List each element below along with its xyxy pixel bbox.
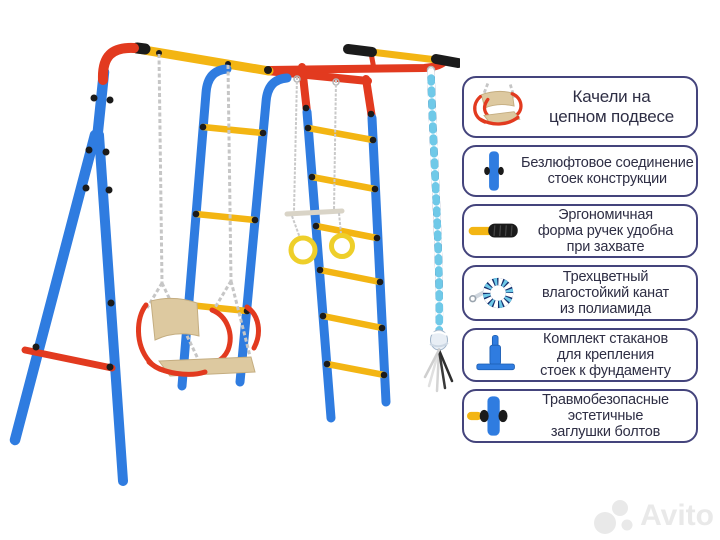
rope-coil-icon: [467, 269, 521, 317]
feature-callouts: Качели на цепном подвесе Безлюфтовое сое…: [462, 76, 698, 443]
swing-seat: [136, 297, 261, 377]
callout-handles: Эргономичная форма ручек удобна при захв…: [462, 204, 698, 258]
callout-text-line: заглушки болтов: [550, 424, 661, 440]
climbing-rope: [423, 65, 454, 393]
callout-text-line: Травмобезопасные: [542, 392, 669, 408]
pull-up-bar: [343, 44, 460, 72]
callout-text-line: цепном подвесе: [548, 107, 675, 126]
callout-text-line: из полиамида: [559, 301, 652, 317]
left-grip-icon: [343, 44, 377, 57]
callout-text-line: Комплект стаканов: [543, 331, 668, 347]
rope-tassel: [423, 348, 454, 393]
callout-anchors: Комплект стаканов для крепления стоек к …: [462, 328, 698, 382]
right-grip-icon: [431, 54, 460, 68]
middle-ladder: [177, 64, 292, 391]
callout-text-line: Эргономичная: [558, 207, 653, 223]
callout-text-line: при захвате: [566, 239, 645, 255]
callout-text-line: влагостойкий канат: [542, 285, 669, 301]
callout-text-line: стоек конструкции: [547, 171, 668, 187]
callout-text-line: для крепления: [556, 347, 654, 363]
avito-watermark: Avito: [591, 496, 714, 536]
handle-grip-icon: [467, 208, 521, 254]
gym-ring-right: [329, 233, 355, 259]
swing: [136, 53, 261, 377]
callout-text-line: Безлюфтовое соединение: [521, 155, 694, 171]
playground-structure: [9, 42, 460, 486]
post-joint-icon: [467, 148, 521, 194]
callout-caps: Травмобезопасные эстетичные заглушки бол…: [462, 389, 698, 443]
swing-backrest: [150, 297, 200, 341]
bolt-cap-icon: [467, 393, 521, 439]
watermark-label: Avito: [640, 499, 714, 532]
wall-bars-ladder: [298, 63, 391, 423]
swing-chains: [145, 53, 252, 362]
ground-anchor-icon: [467, 332, 521, 378]
callout-text-line: форма ручек удобна: [537, 223, 674, 239]
trapeze-and-rings: [284, 75, 355, 265]
callout-swing: Качели на цепном подвесе: [462, 76, 698, 138]
callout-text-line: Качели на: [572, 87, 651, 106]
a-frame-crossbar: [21, 346, 116, 372]
callout-text-line: эстетичные: [567, 408, 644, 424]
a-frame: [9, 42, 139, 486]
trapeze-bar: [284, 208, 345, 217]
callout-rope: Трехцветный влагостойкий канат из полиам…: [462, 265, 698, 321]
gym-ring-left: [288, 235, 318, 265]
avito-logo-circles: [594, 500, 633, 534]
callout-joint: Безлюфтовое соединение стоек конструкции: [462, 145, 698, 197]
callout-text-line: стоек к фундаменту: [540, 363, 671, 379]
swing-seat-icon: [467, 82, 533, 132]
callout-text-line: Трехцветный: [562, 269, 649, 285]
